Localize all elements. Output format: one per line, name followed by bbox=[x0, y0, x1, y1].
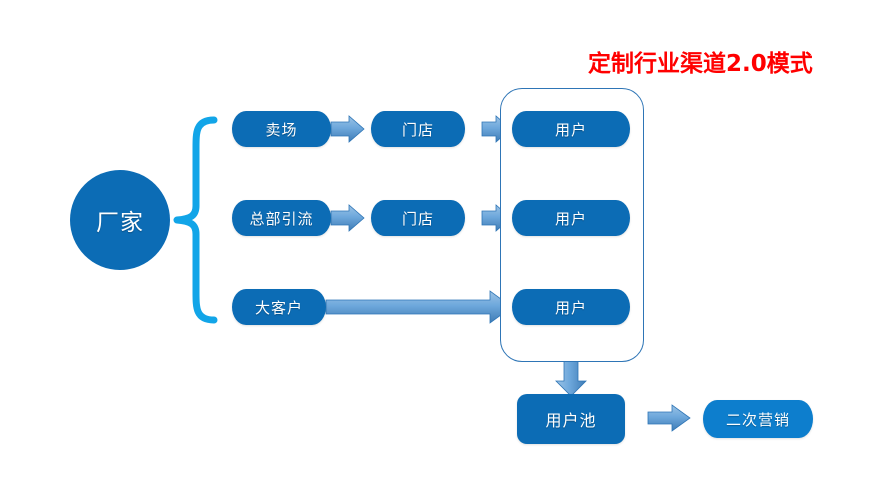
node-channel-origin-3[interactable]: 大客户 bbox=[232, 289, 326, 325]
arrow-dakehu-to-user-3 bbox=[325, 290, 513, 324]
page-title: 定制行业渠道2.0模式 bbox=[588, 51, 813, 77]
node-user-2[interactable]: 用户 bbox=[512, 200, 630, 236]
node-user-pool[interactable]: 用户池 bbox=[517, 394, 625, 444]
node-channel-midpoint-2[interactable]: 门店 bbox=[371, 200, 465, 236]
node-channel-origin-1[interactable]: 卖场 bbox=[232, 111, 331, 147]
node-manufacturer[interactable]: 厂家 bbox=[70, 170, 170, 270]
node-channel-origin-2-label: 总部引流 bbox=[249, 209, 314, 228]
curly-brace-icon bbox=[173, 116, 218, 324]
arrow-container-to-pool bbox=[555, 360, 587, 397]
node-user-1[interactable]: 用户 bbox=[512, 111, 630, 147]
arrow-maichang-to-mendian bbox=[330, 115, 365, 143]
node-user-pool-label: 用户池 bbox=[545, 411, 597, 430]
node-channel-midpoint-1-label: 门店 bbox=[401, 120, 434, 139]
node-user-3-label: 用户 bbox=[554, 298, 587, 317]
arrow-zongbu-to-mendian bbox=[330, 204, 365, 232]
node-manufacturer-label: 厂家 bbox=[96, 210, 144, 236]
node-user-2-label: 用户 bbox=[554, 209, 587, 228]
node-channel-origin-2[interactable]: 总部引流 bbox=[232, 200, 331, 236]
node-remarketing[interactable]: 二次营销 bbox=[703, 400, 813, 438]
node-user-1-label: 用户 bbox=[554, 120, 587, 139]
arrow-pool-to-remarketing bbox=[647, 404, 691, 432]
node-channel-origin-1-label: 卖场 bbox=[265, 120, 298, 139]
node-channel-origin-3-label: 大客户 bbox=[254, 298, 303, 317]
node-user-3[interactable]: 用户 bbox=[512, 289, 630, 325]
node-channel-midpoint-2-label: 门店 bbox=[401, 209, 434, 228]
node-channel-midpoint-1[interactable]: 门店 bbox=[371, 111, 465, 147]
node-remarketing-label: 二次营销 bbox=[725, 410, 790, 429]
